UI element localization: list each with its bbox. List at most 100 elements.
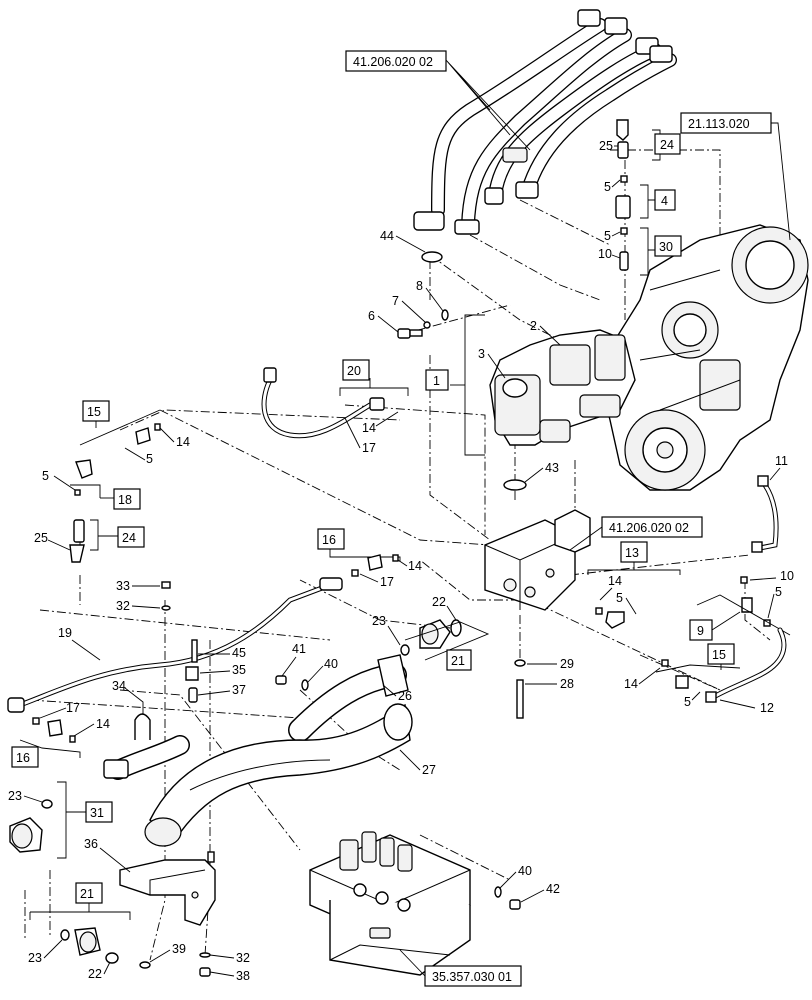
- fitting-24b: [69, 519, 85, 563]
- boxed-16b: [11, 746, 39, 768]
- bolt-28: [516, 679, 524, 719]
- bracket-pump: [464, 314, 485, 456]
- callout-34: 34: [112, 679, 126, 693]
- callout-22a: 22: [432, 595, 446, 609]
- callout-17a: 17: [362, 441, 376, 455]
- callout-14e: 14: [176, 435, 190, 449]
- bracket-36: [119, 851, 216, 926]
- callout-5e: 5: [684, 695, 691, 709]
- callout-25b: 25: [34, 531, 48, 545]
- callout-29: 29: [560, 657, 574, 671]
- callout-23a: 23: [372, 614, 386, 628]
- callout-40b: 40: [518, 864, 532, 878]
- callout-27: 27: [422, 763, 436, 777]
- callout-2: 2: [530, 319, 537, 333]
- svg-text:4: 4: [661, 194, 668, 208]
- callout-5b: 5: [604, 229, 611, 243]
- hose-19: [7, 577, 343, 713]
- hose-end-left: [103, 735, 190, 780]
- fitting-15a: [135, 423, 161, 445]
- washer-40b: [494, 886, 502, 898]
- svg-text:13: 13: [625, 546, 639, 560]
- boxed-21a: [446, 649, 472, 671]
- boxed-20: [342, 359, 370, 381]
- tube-12: [705, 627, 787, 703]
- callout-5a: 5: [604, 180, 611, 194]
- boxed-1: [425, 369, 449, 391]
- svg-text:1: 1: [433, 374, 440, 388]
- callout-26: 26: [398, 689, 412, 703]
- ref-box-hoses-top: [345, 50, 447, 72]
- washer-32b: [199, 952, 211, 958]
- svg-text:30: 30: [659, 240, 673, 254]
- bolt-group: [397, 309, 449, 339]
- fitting-15b: [675, 675, 689, 689]
- svg-text:24: 24: [660, 138, 674, 152]
- callout-23b: 23: [8, 789, 22, 803]
- u-bolt-34: [134, 713, 151, 740]
- callout-32a: 32: [116, 599, 130, 613]
- boxed-24b: [117, 526, 145, 548]
- callout-10b: 10: [780, 569, 794, 583]
- ref-transmission: 21.113.020: [688, 117, 750, 131]
- upper-hose-bundle: [413, 9, 677, 235]
- callout-33: 33: [116, 579, 130, 593]
- callout-14f: 14: [96, 717, 110, 731]
- callout-5d: 5: [775, 585, 782, 599]
- svg-text:21: 21: [80, 887, 94, 901]
- callout-28: 28: [560, 677, 574, 691]
- callout-45: 45: [232, 646, 246, 660]
- callout-36: 36: [84, 837, 98, 851]
- svg-text:18: 18: [118, 493, 132, 507]
- callout-40a: 40: [324, 657, 338, 671]
- seal-10b: [740, 576, 748, 584]
- callout-11: 11: [775, 454, 788, 468]
- callout-17b: 17: [380, 575, 394, 589]
- callout-39: 39: [172, 942, 186, 956]
- callout-14c: 14: [624, 677, 638, 691]
- ref-valve: 35.357.030 01: [432, 970, 512, 984]
- elbow-fitting-13: [595, 607, 625, 629]
- bolt-45-clamp-35-spacer-37: [185, 639, 199, 703]
- svg-text:24: 24: [122, 531, 136, 545]
- fitting-16b: [32, 717, 76, 743]
- callout-43: 43: [545, 461, 559, 475]
- callout-41: 41: [292, 642, 306, 656]
- adapter-21-upper: [400, 619, 462, 656]
- callout-5c: 5: [616, 591, 623, 605]
- svg-text:21: 21: [451, 654, 465, 668]
- callout-22b: 22: [88, 967, 102, 981]
- o-ring-44: [421, 251, 443, 263]
- callout-38: 38: [236, 969, 250, 983]
- boxed-24a: [654, 133, 681, 155]
- boxed-18: [113, 488, 141, 510]
- ref-hoses-top: 41.206.020 02: [353, 55, 433, 69]
- ref-manifold: 41.206.020 02: [609, 521, 689, 535]
- bolt-33: [161, 581, 171, 611]
- callout-3: 3: [478, 347, 485, 361]
- o-ring-43: [503, 479, 527, 491]
- boxed-16a: [317, 528, 345, 550]
- callout-10a: 10: [598, 247, 612, 261]
- boxed-4: [654, 189, 676, 211]
- seal-14c: [661, 659, 669, 667]
- callout-5f: 5: [146, 452, 153, 466]
- svg-text:16: 16: [322, 533, 336, 547]
- boxed-30: [654, 235, 682, 257]
- callout-44: 44: [380, 229, 394, 243]
- bolt-41-washer-40: [275, 675, 309, 691]
- tube-11: [751, 475, 779, 553]
- callout-17c: 17: [66, 701, 80, 715]
- callout-7: 7: [392, 294, 399, 308]
- bolt-38: [199, 967, 211, 977]
- svg-text:20: 20: [347, 364, 361, 378]
- boxed-31: [85, 801, 113, 823]
- manifold-block: [484, 509, 591, 611]
- adapter-31: [9, 799, 53, 853]
- svg-text:15: 15: [87, 405, 101, 419]
- svg-text:15: 15: [712, 648, 726, 662]
- callout-12: 12: [760, 701, 774, 715]
- washer-29: [514, 659, 526, 667]
- small-hose-20: [261, 367, 385, 439]
